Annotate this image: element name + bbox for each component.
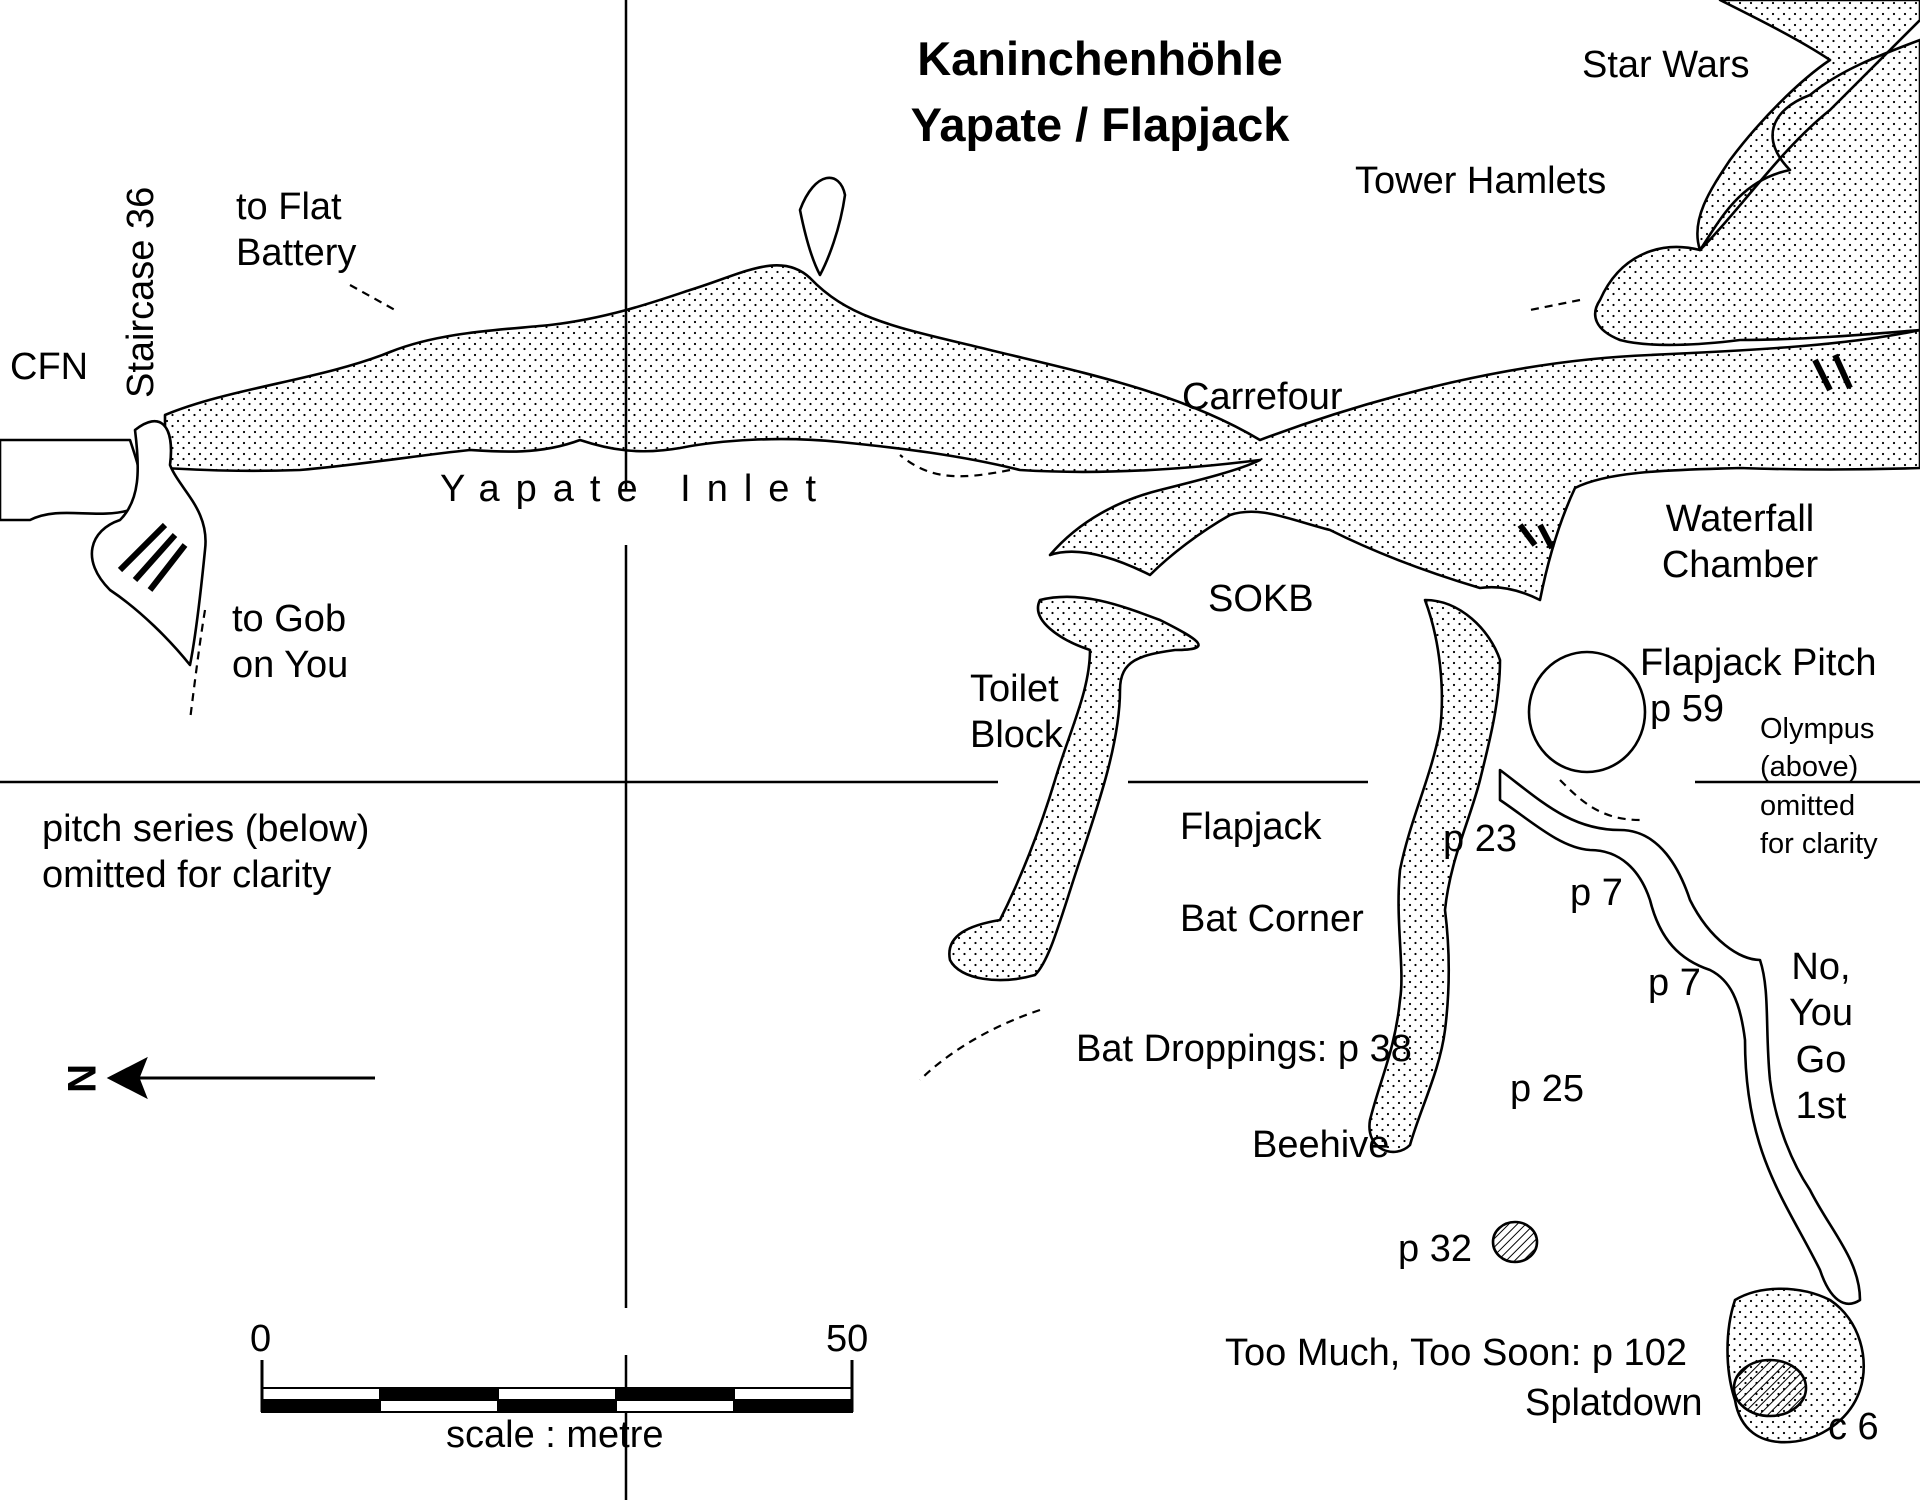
label-bat-droppings: Bat Droppings: p 38: [1076, 1028, 1412, 1070]
label-olympus: Olympus (above) omitted for clarity: [1760, 710, 1878, 863]
label-too-much-too-soon: Too Much, Too Soon: p 102: [1225, 1332, 1687, 1374]
label-flapjack-pitch: Flapjack Pitch: [1640, 642, 1877, 684]
map-title: Kaninchenhöhle Yapate / Flapjack: [880, 26, 1320, 158]
star-wars-passage: [1696, 0, 1920, 252]
pitch-ticks: [117, 353, 1853, 592]
label-waterfall-chamber-line1: Waterfall: [1665, 498, 1815, 540]
label-cfn: CFN: [10, 346, 89, 388]
label-p32: p 32: [1398, 1228, 1472, 1270]
label-to-gob-on-you-line1: to Gob: [232, 598, 347, 640]
label-to-gob-on-you-line2: on You: [232, 644, 349, 687]
label-yapate-inlet: Yapate Inlet: [440, 468, 833, 510]
scale-segment-bottom: [497, 1399, 617, 1413]
label-olympus-line4: for clarity: [1760, 827, 1878, 860]
flapjack-passage: [1368, 598, 1502, 1154]
label-toilet-block: Toilet Block: [970, 666, 1063, 759]
label-toilet-block-line2: Block: [970, 714, 1063, 757]
label-olympus-line2: (above): [1760, 751, 1859, 784]
label-p25: p 25: [1510, 1068, 1584, 1110]
label-to-gob-on-you: to Gob on You: [232, 596, 348, 689]
scale-bar: [260, 1360, 854, 1413]
scale-segment-top: [733, 1387, 853, 1401]
flapjack-pitch-shaft: [1527, 650, 1647, 774]
scale-segment-bottom: [379, 1399, 499, 1413]
label-bat-corner: Bat Corner: [1180, 898, 1364, 940]
splatdown-pool: [1732, 1358, 1808, 1418]
label-no-you-go-first: No, You Go 1st: [1776, 944, 1866, 1129]
label-pitch-series-line2: omitted for clarity: [42, 854, 332, 897]
label-pitch-series: pitch series (below) omitted for clarity: [42, 806, 369, 899]
label-no-you-go-first-line2: You: [1788, 992, 1854, 1035]
label-waterfall-chamber-line2: Chamber: [1661, 544, 1819, 587]
label-waterfall-chamber: Waterfall Chamber: [1630, 496, 1850, 589]
north-letter: N: [58, 1063, 103, 1093]
no-you-go-first-passage: [1498, 768, 1862, 1305]
label-staircase: Staircase 36: [120, 186, 162, 398]
yapate-inlet-passage: [163, 264, 1920, 602]
label-to-flat-battery-line1: to Flat: [236, 186, 342, 228]
scale-segment-top: [261, 1387, 381, 1401]
p32-shaft: [1491, 1220, 1539, 1264]
label-toilet-block-line1: Toilet: [970, 668, 1059, 710]
label-p7-upper: p 7: [1570, 872, 1623, 914]
label-no-you-go-first-line4: 1st: [1795, 1085, 1847, 1128]
scale-segment-bottom: [261, 1399, 381, 1413]
label-tower-hamlets: Tower Hamlets: [1355, 160, 1607, 202]
cave-passages: [0, 0, 1920, 1444]
label-star-wars: Star Wars: [1582, 44, 1750, 86]
label-splatdown: Splatdown: [1525, 1382, 1703, 1424]
scale-caption: scale : metre: [446, 1414, 664, 1456]
label-flapjack: Flapjack: [1180, 806, 1322, 848]
label-olympus-line1: Olympus: [1760, 713, 1875, 745]
scale-end-label: 50: [826, 1318, 869, 1360]
aven-passage: [798, 176, 847, 277]
label-p7-lower: p 7: [1648, 962, 1701, 1004]
label-p59: p 59: [1650, 688, 1724, 730]
dashed-leads: [188, 284, 1641, 1081]
label-carrefour: Carrefour: [1182, 376, 1343, 418]
label-beehive: Beehive: [1252, 1124, 1390, 1166]
scale-segment-top: [379, 1387, 499, 1401]
label-no-you-go-first-line3: Go: [1795, 1038, 1847, 1081]
label-pitch-series-line1: pitch series (below): [42, 808, 370, 850]
map-title-line2: Yapate / Flapjack: [910, 97, 1290, 151]
north-arrow-icon: [106, 1056, 375, 1100]
scale-segment-bottom: [615, 1399, 735, 1413]
label-c6: c 6: [1828, 1406, 1879, 1448]
map-title-line1: Kaninchenhöhle: [917, 32, 1283, 85]
cfn-passage: [0, 438, 143, 522]
label-p23: p 23: [1443, 818, 1517, 860]
scale-segment-top: [615, 1387, 735, 1401]
label-to-flat-battery: to Flat Battery: [236, 184, 356, 277]
label-sokb: SOKB: [1208, 578, 1314, 620]
scale-start-label: 0: [250, 1318, 272, 1360]
label-no-you-go-first-line1: No,: [1791, 946, 1851, 988]
toilet-block-passage: [948, 595, 1200, 982]
label-olympus-line3: omitted: [1760, 789, 1856, 822]
scale-segment-top: [497, 1387, 617, 1401]
scale-segment-bottom: [733, 1399, 853, 1413]
label-to-flat-battery-line2: Battery: [236, 232, 357, 275]
